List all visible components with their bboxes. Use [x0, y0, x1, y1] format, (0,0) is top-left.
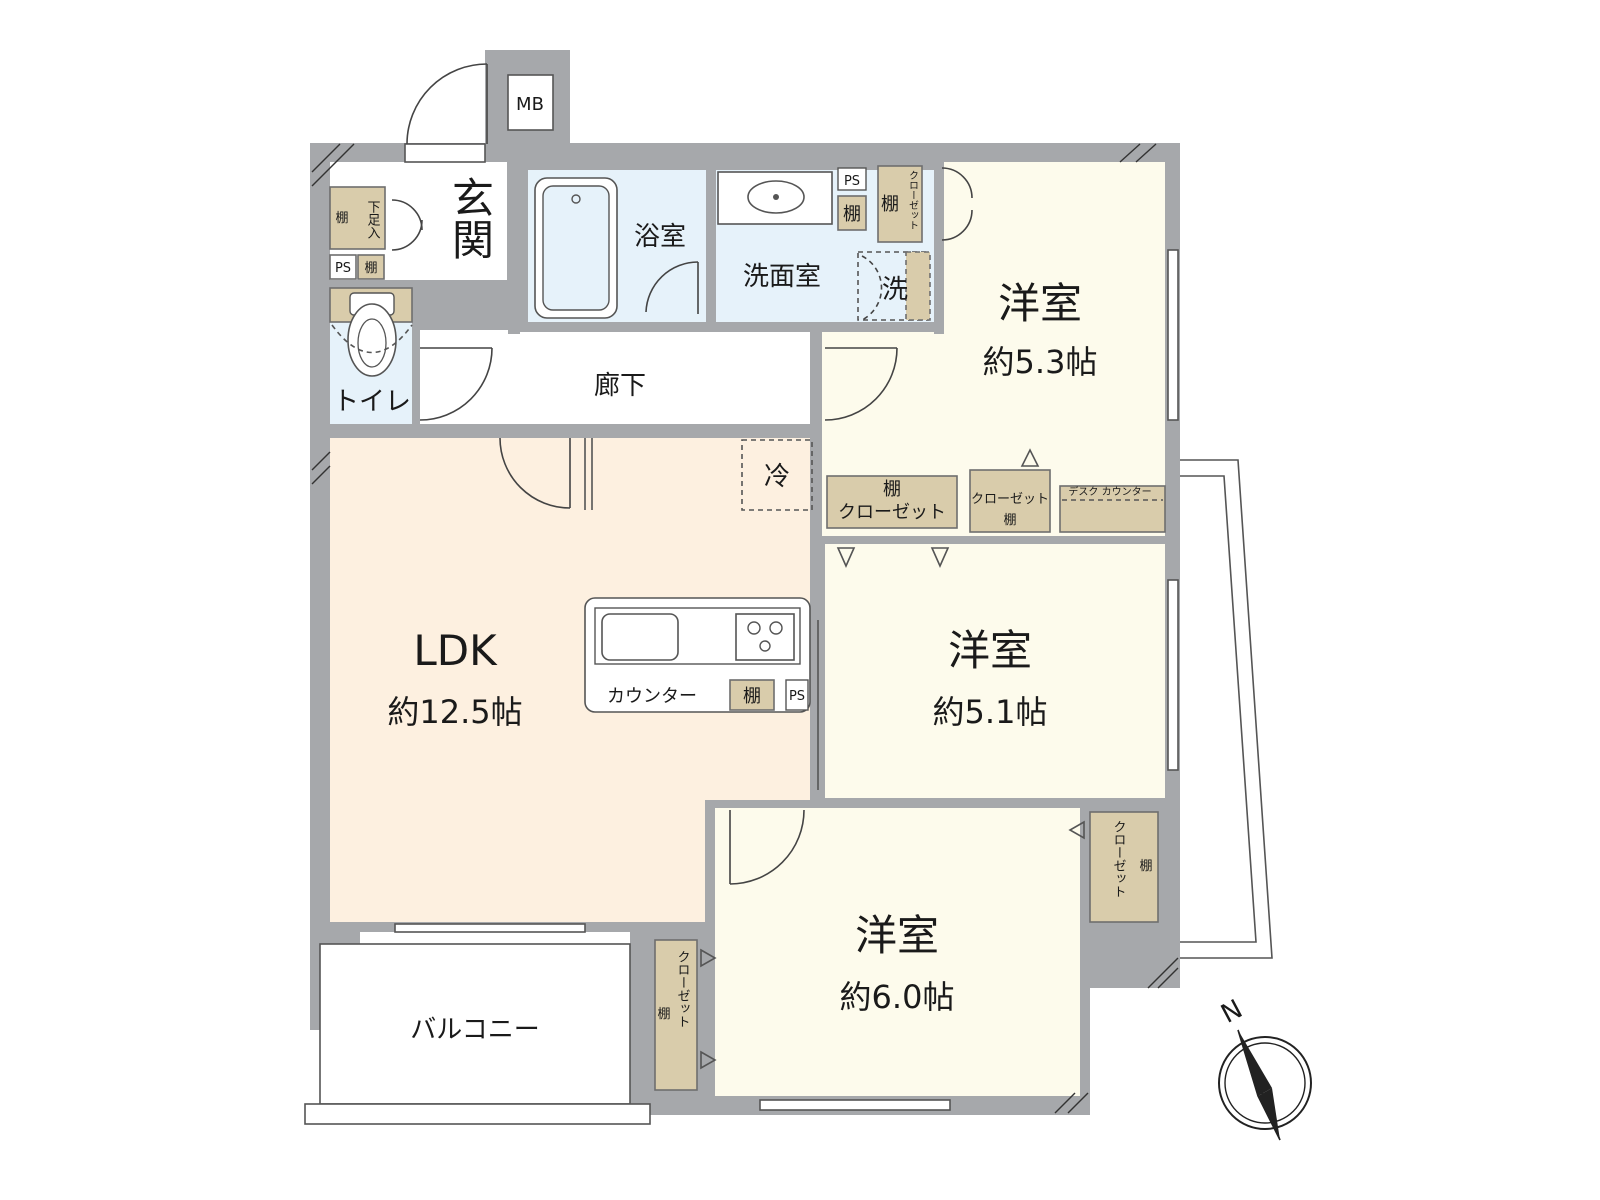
mb-closet: MB	[507, 74, 554, 131]
toilet-fixture	[329, 287, 413, 377]
w1-shelf-label: 棚	[881, 194, 899, 215]
closet2-name: クローゼット	[971, 492, 1049, 507]
western2-floor	[825, 542, 1165, 798]
western3-floor	[715, 808, 1080, 1096]
entrance-floor	[392, 162, 507, 280]
closet1-shelf: 棚	[883, 479, 901, 500]
north-label: N	[1216, 994, 1247, 1030]
mb-label: MB	[516, 94, 544, 115]
closet1-name: クローゼット	[838, 502, 946, 523]
w3-left-shelf: 棚	[657, 1007, 670, 1022]
balcony-label: バルコニー	[410, 1015, 539, 1045]
shelf-label-washroom: 棚	[843, 204, 861, 225]
fridge-label: 冷	[764, 462, 790, 492]
bath-door	[645, 261, 699, 313]
shoe-cabinet: 下足入 棚	[329, 186, 423, 251]
side-terrace	[1180, 459, 1273, 959]
western3-name: 洋室	[855, 911, 939, 960]
western1-name: 洋室	[998, 279, 1082, 328]
shoe-cabinet-label: 下足入	[365, 200, 381, 239]
counter-label: カウンター	[607, 686, 697, 707]
hallway-label: 廊下	[594, 371, 646, 401]
closet2-shelf: 棚	[1003, 513, 1016, 528]
ps-label-kitchen: PS	[789, 689, 805, 704]
shoe-shelf-label: 棚	[335, 211, 348, 226]
kitchen-shelf-label: 棚	[743, 686, 761, 707]
washer-label: 洗	[882, 275, 908, 305]
western3-size: 約6.0帖	[840, 978, 955, 1016]
entrance-label: 玄関	[446, 176, 495, 260]
shelf-label-entrance: 棚	[364, 261, 377, 276]
western1-size: 約5.3帖	[983, 343, 1098, 381]
washroom-door	[861, 255, 883, 321]
western1-floor	[820, 162, 1165, 536]
w3-left-closet: クローゼット	[675, 950, 691, 1028]
western1-door	[824, 347, 898, 421]
fridge-space	[741, 439, 813, 511]
compass-icon: N	[1216, 994, 1312, 1141]
western3-door	[729, 809, 805, 885]
ps-label-washroom: PS	[844, 174, 860, 189]
interior-walls	[310, 162, 1180, 1110]
w3-right-shelf: 棚	[1139, 859, 1152, 874]
kitchen-counter	[584, 597, 811, 713]
bath-label: 浴室	[634, 222, 686, 252]
w3-right-closet: クローゼット	[1111, 820, 1127, 898]
washing-machine-space: 洗	[857, 251, 931, 321]
ldk-name: LDK	[413, 626, 498, 675]
toilet-door	[419, 347, 493, 421]
ldk-size: 約12.5帖	[387, 693, 522, 731]
bathtub	[534, 177, 618, 319]
western2-size: 約5.1帖	[933, 693, 1048, 731]
w1-closet-label: クローゼット	[907, 170, 919, 230]
windows	[394, 143, 1179, 1111]
desk-counter-label: デスク カウンター	[1068, 485, 1151, 498]
ldk-door	[499, 437, 571, 509]
entrance-door	[406, 63, 488, 145]
toilet-label: トイレ	[333, 387, 411, 417]
wash-basin	[717, 171, 833, 225]
wall-hatches	[311, 143, 1179, 1114]
ldk-floor	[330, 438, 815, 922]
balcony: バルコニー	[304, 943, 651, 1125]
closet-row: 棚 クローゼット クローゼット 棚 デスク カウンター	[826, 448, 1166, 568]
western2-name: 洋室	[948, 626, 1032, 675]
ps-label-entrance: PS	[335, 261, 351, 276]
washroom-label: 洗面室	[743, 262, 821, 292]
